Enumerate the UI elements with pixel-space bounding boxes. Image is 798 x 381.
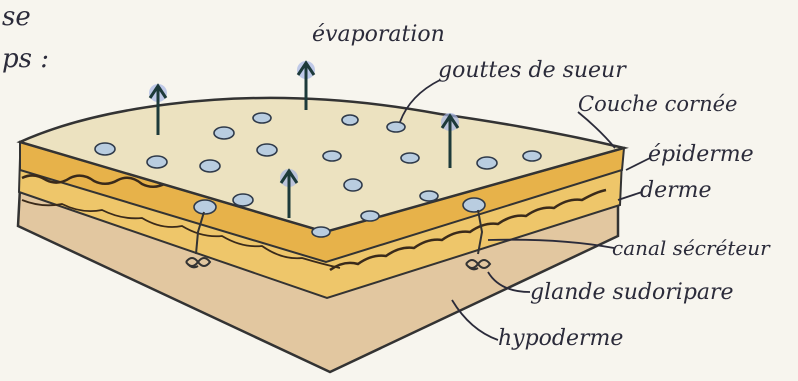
sweat-drop xyxy=(344,179,362,191)
label-stratum-corneum: Couche cornée xyxy=(578,94,737,115)
heading-fragment-line2: ps : xyxy=(2,46,49,72)
sweat-drop xyxy=(463,198,485,212)
sweat-drop xyxy=(95,143,115,155)
sweat-drop xyxy=(312,227,330,237)
sweat-drop xyxy=(477,157,497,169)
label-epidermis: épiderme xyxy=(648,144,754,166)
heading-fragment-line1: se xyxy=(2,4,31,30)
sweat-drop xyxy=(323,151,341,161)
leader-dermis xyxy=(618,192,642,200)
label-sweat-drops: gouttes de sueur xyxy=(438,60,626,82)
sweat-drop xyxy=(253,113,271,123)
sweat-drop xyxy=(401,153,419,163)
label-secretory-canal: canal sécréteur xyxy=(612,238,770,258)
label-hypodermis: hypoderme xyxy=(498,328,623,350)
sweat-drop xyxy=(257,144,277,156)
sweat-drop xyxy=(233,194,253,206)
sweat-drop xyxy=(387,122,405,132)
sweat-drop xyxy=(200,160,220,172)
sweat-drop xyxy=(523,151,541,161)
sweat-drop xyxy=(420,191,438,201)
label-evaporation: évaporation xyxy=(312,24,445,46)
label-sweat-gland: glande sudoripare xyxy=(530,282,734,304)
sweat-drop xyxy=(361,211,379,221)
label-dermis: derme xyxy=(640,180,712,202)
leader-epidermis xyxy=(626,158,650,170)
sweat-drop xyxy=(194,200,216,214)
sweat-drop xyxy=(214,127,234,139)
sweat-drop xyxy=(147,156,167,168)
sweat-drop xyxy=(342,115,358,125)
